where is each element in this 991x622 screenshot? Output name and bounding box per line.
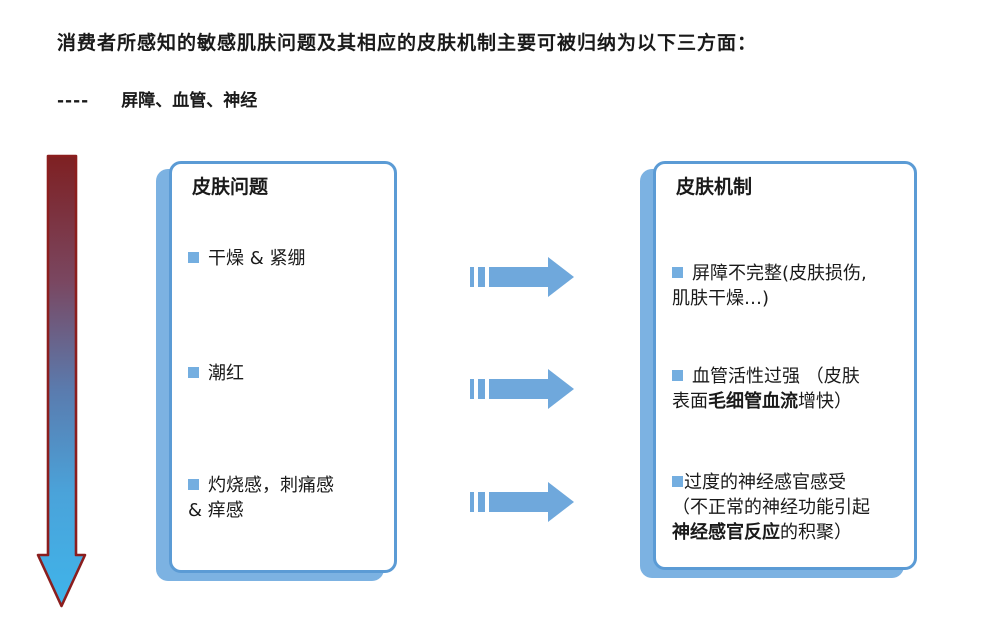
item-text-post: 的积聚） bbox=[780, 522, 852, 543]
bullet-square-icon bbox=[188, 367, 199, 378]
page-title: 消费者所感知的敏感肌肤问题及其相应的皮肤机制主要可被归纳为以下三方面： bbox=[57, 32, 758, 54]
item-text: 干燥 & 紧绷 bbox=[208, 248, 306, 269]
bullet-square-icon bbox=[672, 267, 683, 278]
bullet-square-icon bbox=[188, 479, 199, 490]
bullet-square-icon bbox=[188, 252, 199, 263]
list-item-burning-stinging: 灼烧感，刺痛感 & 痒感 bbox=[188, 473, 380, 523]
skin-mechanisms-header: 皮肤机制 bbox=[676, 176, 753, 198]
list-item-flushing: 潮红 bbox=[188, 361, 380, 386]
bullet-square-icon bbox=[672, 476, 683, 487]
subtitle-text: 屏障、血管、神经 bbox=[121, 91, 258, 111]
skin-problems-header: 皮肤问题 bbox=[192, 176, 269, 198]
skin-mechanisms-box: 皮肤机制 屏障不完整(皮肤损伤, 肌肤干燥…) 血管活性过强 （皮肤 表面毛细管… bbox=[653, 161, 917, 570]
subtitle-dash: ---- bbox=[57, 91, 90, 111]
list-item-neuro: 过度的神经感官感受 （不正常的神经功能引起 神经感官反应的积聚） bbox=[672, 470, 904, 545]
skin-problems-box: 皮肤问题 干燥 & 紧绷 潮红 灼烧感，刺痛感 & 痒感 bbox=[169, 161, 397, 573]
bullet-square-icon bbox=[672, 370, 683, 381]
gradient-down-arrow-icon bbox=[36, 154, 87, 608]
page-subtitle: ---- 屏障、血管、神经 bbox=[57, 86, 257, 111]
item-text-bold: 神经感官反应 bbox=[672, 522, 780, 543]
striped-right-arrow-icon bbox=[470, 257, 574, 297]
item-text-pre: 屏障不完整(皮肤损伤, 肌肤干燥…) bbox=[672, 263, 867, 309]
list-item-barrier: 屏障不完整(皮肤损伤, 肌肤干燥…) bbox=[672, 261, 904, 311]
list-item-vascular: 血管活性过强 （皮肤 表面毛细管血流增快） bbox=[672, 364, 904, 414]
item-text-pre: 过度的神经感官感受 （不正常的神经功能引起 bbox=[672, 472, 870, 518]
list-item-dryness: 干燥 & 紧绷 bbox=[188, 246, 380, 271]
striped-right-arrow-icon bbox=[470, 369, 574, 409]
item-text: 灼烧感，刺痛感 & 痒感 bbox=[188, 475, 334, 521]
striped-right-arrow-icon bbox=[470, 482, 574, 522]
item-text-post: 增快） bbox=[798, 391, 852, 412]
item-text-pre: 血管活性过强 （皮肤 表面 bbox=[672, 366, 860, 412]
item-text: 潮红 bbox=[208, 363, 244, 384]
item-text-bold: 毛细管血流 bbox=[708, 391, 798, 412]
